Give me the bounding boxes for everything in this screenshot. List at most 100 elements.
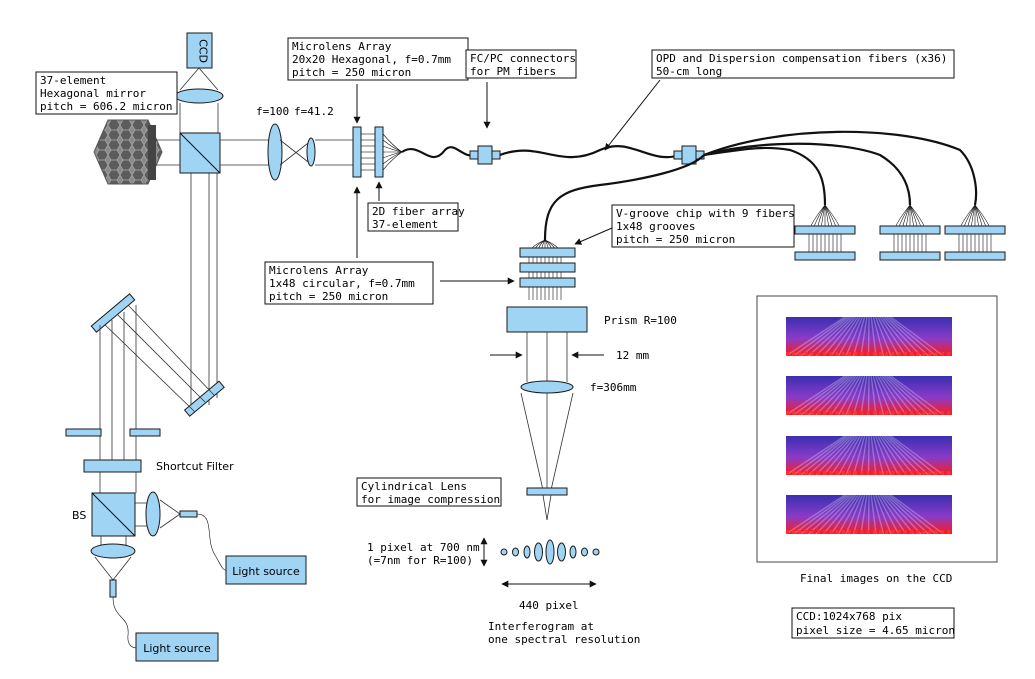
interferogram-label: Interferogram at <box>488 620 594 633</box>
vgroove-pitch: pitch = 250 micron <box>616 233 735 246</box>
ray <box>179 67 200 91</box>
fringe-dot <box>947 352 951 356</box>
ccd-fringe-image <box>785 316 952 357</box>
fringe-line <box>874 494 892 535</box>
fringe-line <box>845 494 864 535</box>
fringe-line <box>837 316 861 357</box>
fringe-dot <box>872 530 876 534</box>
fringe-dot <box>941 530 944 534</box>
fringe-line <box>815 375 855 416</box>
fringe-dot <box>792 530 796 534</box>
fringe-dot <box>848 411 851 415</box>
fringe-line <box>881 435 915 476</box>
fringe-line <box>837 375 861 416</box>
fiber-to-chip-2 <box>703 142 912 206</box>
fringe-line <box>845 316 864 357</box>
fringe-dot <box>798 530 802 534</box>
fringe-line <box>822 435 857 476</box>
fringe-dot <box>903 411 907 415</box>
iris-right <box>129 428 161 437</box>
fringe-dot <box>866 411 870 415</box>
lens-f100 <box>267 123 283 181</box>
fringe-line <box>830 494 859 535</box>
iris-left <box>65 428 102 437</box>
ray <box>99 319 196 413</box>
vgroove-chip-main <box>519 247 576 258</box>
ray <box>550 392 574 491</box>
fringe-dot <box>916 530 920 534</box>
fringe-dot <box>910 411 913 415</box>
fringe-dot <box>897 411 901 415</box>
mla1-pitch: pitch = 250 micron <box>292 66 411 79</box>
fringe-line <box>800 494 850 535</box>
fringe-background <box>786 317 952 356</box>
fringe-dot <box>947 471 951 475</box>
fringe-dot <box>798 411 802 415</box>
fringe-dot <box>835 530 839 534</box>
fringe-dot <box>916 411 920 415</box>
fiber-to-light-source-right <box>196 513 229 572</box>
fiber-ferrule-right <box>179 510 198 518</box>
fringe-line <box>822 494 857 535</box>
interferogram-spot <box>581 547 588 557</box>
fringe-dot <box>934 352 938 356</box>
fringe-dot <box>879 471 882 475</box>
fringe-dot <box>934 471 938 475</box>
coupling-lens-bottom <box>90 543 136 559</box>
fringe-line <box>874 375 892 416</box>
fringe-line <box>837 494 861 535</box>
lens-f306 <box>520 380 574 394</box>
fold-mirror-lower <box>183 380 225 417</box>
fiber2d-count: 37-element <box>372 218 438 231</box>
ray <box>520 392 544 491</box>
fringe-dot <box>829 352 833 356</box>
fringe-dot <box>928 411 932 415</box>
ccd-fringe-image <box>785 435 952 476</box>
ccd-resolution: CCD:1024x768 pix <box>796 610 902 623</box>
fringe-line <box>808 494 852 535</box>
microlens-array-chip <box>794 251 856 261</box>
cyl-purpose: for image compression <box>361 493 500 506</box>
ccd-icon-label: CCD <box>197 39 210 63</box>
bs-label: BS <box>72 509 86 522</box>
cylindrical-lens-label: Cylindrical Lens for image compression <box>356 477 502 507</box>
shortcut-filter-label: Shortcut Filter <box>156 460 234 473</box>
fringe-line <box>883 375 922 416</box>
opd-title: OPD and Dispersion compensation fibers (… <box>656 52 947 65</box>
fringe-line <box>888 494 937 535</box>
fcpc-connector-2 <box>673 145 705 165</box>
microlens-array-chip <box>944 251 1006 261</box>
fringe-dot <box>835 352 839 356</box>
cyl-title: Cylindrical Lens <box>361 480 467 493</box>
fringe-line <box>830 375 859 416</box>
fringe-dot <box>823 530 827 534</box>
fringe-dot <box>885 411 889 415</box>
fringe-dot <box>817 530 820 534</box>
fringe-line <box>867 494 870 535</box>
fringe-dot <box>786 352 789 356</box>
fringe-dot <box>860 530 864 534</box>
fcpc-connector-1 <box>469 145 501 165</box>
microlens-array-1-label: Microlens Array 20x20 Hexagonal, f=0.7mm… <box>287 37 469 81</box>
fringe-line <box>886 435 929 476</box>
fringe-line <box>874 316 892 357</box>
fringe-line <box>883 316 922 357</box>
fringe-line <box>860 316 868 357</box>
fringe-dot <box>922 411 926 415</box>
fringe-line <box>888 375 937 416</box>
fringe-dot <box>941 411 944 415</box>
fringe-dot <box>916 471 920 475</box>
ray <box>198 67 219 91</box>
fringe-dot <box>829 530 833 534</box>
fringe-dot <box>804 530 808 534</box>
fringe-line <box>852 316 866 357</box>
interferogram-sublabel: one spectral resolution <box>488 633 640 646</box>
ray <box>112 556 132 581</box>
light-source-bottom-label: Light source <box>143 642 211 655</box>
fringe-line <box>785 375 846 416</box>
shortcut-filter <box>83 459 142 473</box>
fringe-line <box>860 375 868 416</box>
f41-label: f=41.2 <box>294 105 334 118</box>
fringe-dot <box>786 411 789 415</box>
